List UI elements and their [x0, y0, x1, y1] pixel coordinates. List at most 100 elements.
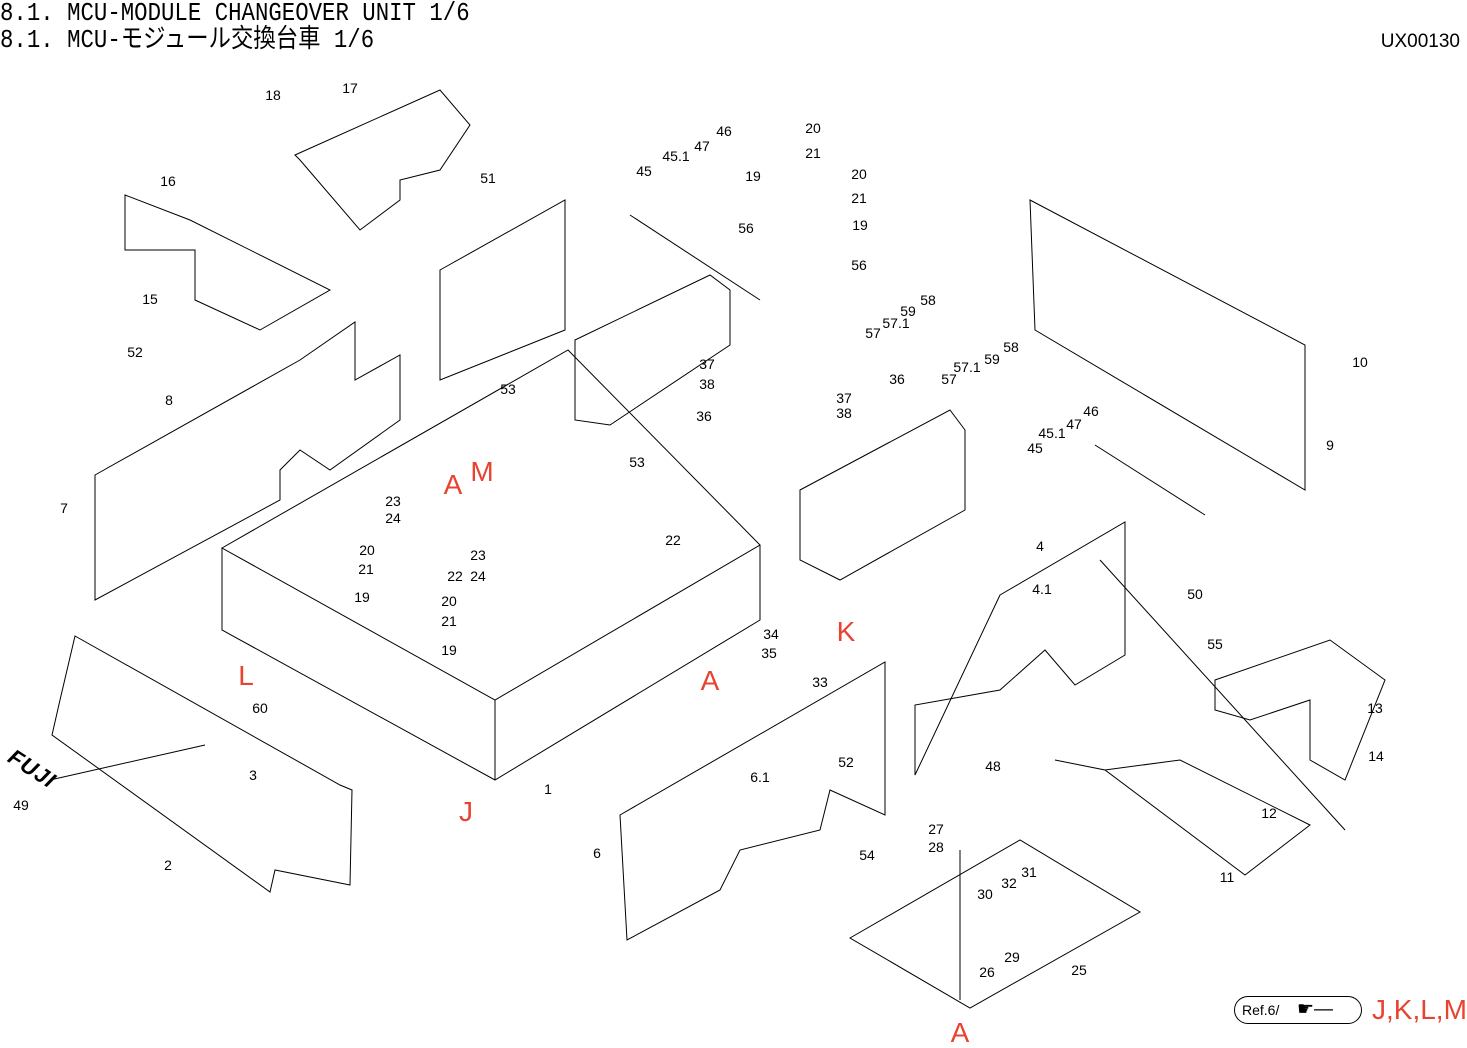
callout-part-34: 34 — [763, 626, 779, 642]
part-4-panel — [914, 521, 1126, 776]
callout-part-47: 47 — [694, 138, 710, 154]
callout-part-15: 15 — [142, 291, 158, 307]
part-11-cart — [1054, 759, 1311, 876]
reference-targets: J,K,L,M — [1372, 994, 1467, 1025]
callout-part-19: 19 — [852, 217, 868, 233]
reference-box[interactable]: Ref.6/ ☛— — [1234, 996, 1362, 1024]
part-15-cover — [124, 194, 332, 331]
callout-part-19: 19 — [354, 589, 370, 605]
frame-top — [220, 349, 761, 701]
callout-part-27: 27 — [928, 821, 944, 837]
title-japanese: 8.1. MCU-モジュール交換台車 1/6 — [0, 25, 375, 55]
callout-part-51: 51 — [480, 170, 496, 186]
part-17-top-cover — [294, 89, 471, 231]
callout-part-26: 26 — [979, 964, 995, 980]
callout-part-20: 20 — [441, 593, 457, 609]
callout-part-52: 52 — [127, 344, 143, 360]
callout-part-53: 53 — [629, 454, 645, 470]
reference-marker-l: L — [238, 660, 254, 691]
callout-part-31: 31 — [1021, 864, 1037, 880]
part-6-panel — [619, 661, 886, 941]
callout-part-30: 30 — [977, 886, 993, 902]
callout-part-21: 21 — [441, 613, 457, 629]
callout-part-10: 10 — [1352, 354, 1368, 370]
callout-part-24: 24 — [470, 568, 486, 584]
callout-part-33: 33 — [812, 674, 828, 690]
callout-part-7: 7 — [60, 500, 68, 516]
drawing-code: UX00130 — [1380, 31, 1460, 52]
callout-part-18: 18 — [265, 87, 281, 103]
callout-part-57: 57 — [941, 371, 957, 387]
reference-marker-a: A — [950, 1017, 970, 1048]
callout-part-20: 20 — [851, 166, 867, 182]
callout-part-45: 45 — [1027, 440, 1043, 456]
part-25-plate — [849, 839, 1141, 1009]
callout-part-56: 56 — [738, 220, 754, 236]
callout-part-19: 19 — [441, 642, 457, 658]
reference-marker-j: J — [459, 796, 473, 827]
callout-part-13: 13 — [1367, 700, 1383, 716]
callout-part-4: 4 — [1036, 538, 1044, 554]
reference-marker-k: K — [836, 616, 856, 647]
callout-part-57: 57 — [865, 325, 881, 341]
callout-part-8: 8 — [165, 392, 173, 408]
callout-part-50: 50 — [1187, 586, 1203, 602]
callout-part-58: 58 — [920, 292, 936, 308]
frame-body — [221, 545, 761, 781]
callout-part-6: 6 — [593, 845, 601, 861]
callout-part-35: 35 — [761, 645, 777, 661]
callout-part-23: 23 — [385, 493, 401, 509]
callout-part-22: 22 — [665, 532, 681, 548]
callout-part-58: 58 — [1003, 339, 1019, 355]
callout-part-28: 28 — [928, 839, 944, 855]
callout-part-21: 21 — [805, 145, 821, 161]
callout-part-55: 55 — [1207, 636, 1223, 652]
callout-part-53: 53 — [500, 381, 516, 397]
callout-part-59: 59 — [900, 303, 916, 319]
callout-part-24: 24 — [385, 510, 401, 526]
callout-part-17: 17 — [342, 80, 358, 96]
callout-part-25: 25 — [1071, 962, 1087, 978]
callout-part-21: 21 — [851, 190, 867, 206]
callout-part-19: 19 — [745, 168, 761, 184]
callout-part-52: 52 — [838, 754, 854, 770]
part-13-cover — [1214, 639, 1386, 781]
callout-part-60: 60 — [252, 700, 268, 716]
callout-part-21: 21 — [358, 561, 374, 577]
title-english: 8.1. MCU-MODULE CHANGEOVER UNIT 1/6 — [0, 0, 470, 28]
callout-part-37: 37 — [836, 390, 852, 406]
callout-part-20: 20 — [359, 542, 375, 558]
reference-marker-m: M — [470, 456, 494, 487]
callout-part-47: 47 — [1066, 416, 1082, 432]
reference-marker-a: A — [700, 665, 720, 696]
callout-part-45.1: 45.1 — [1038, 425, 1066, 441]
callout-part-36: 36 — [889, 371, 905, 387]
callout-part-23: 23 — [470, 547, 486, 563]
callout-part-14: 14 — [1368, 748, 1384, 764]
callout-part-16: 16 — [160, 173, 176, 189]
callout-part-9: 9 — [1326, 437, 1334, 453]
callout-part-12: 12 — [1261, 805, 1277, 821]
callout-part-46: 46 — [1083, 403, 1099, 419]
callout-part-1: 1 — [544, 781, 552, 797]
callout-part-57.1: 57.1 — [953, 359, 981, 375]
part-2-front-panel — [51, 635, 353, 893]
callout-part-56: 56 — [851, 257, 867, 273]
callout-part-11: 11 — [1219, 869, 1235, 885]
part-51-panel — [439, 199, 566, 381]
callout-part-22: 22 — [447, 568, 463, 584]
callout-part-57.1: 57.1 — [882, 315, 910, 331]
callout-part-59: 59 — [984, 351, 1000, 367]
callout-part-38: 38 — [836, 405, 852, 421]
callout-part-29: 29 — [1004, 949, 1020, 965]
callout-part-3: 3 — [249, 767, 257, 783]
pointing-hand-icon: ☛— — [1297, 999, 1334, 1020]
callout-part-6.1: 6.1 — [750, 769, 770, 785]
callout-part-54: 54 — [859, 847, 875, 863]
callout-part-20: 20 — [805, 120, 821, 136]
reference-label: Ref.6/ — [1242, 1002, 1280, 1018]
callout-part-38: 38 — [699, 376, 715, 392]
callout-part-4.1: 4.1 — [1032, 581, 1052, 597]
part-7-side-panel — [94, 321, 401, 601]
